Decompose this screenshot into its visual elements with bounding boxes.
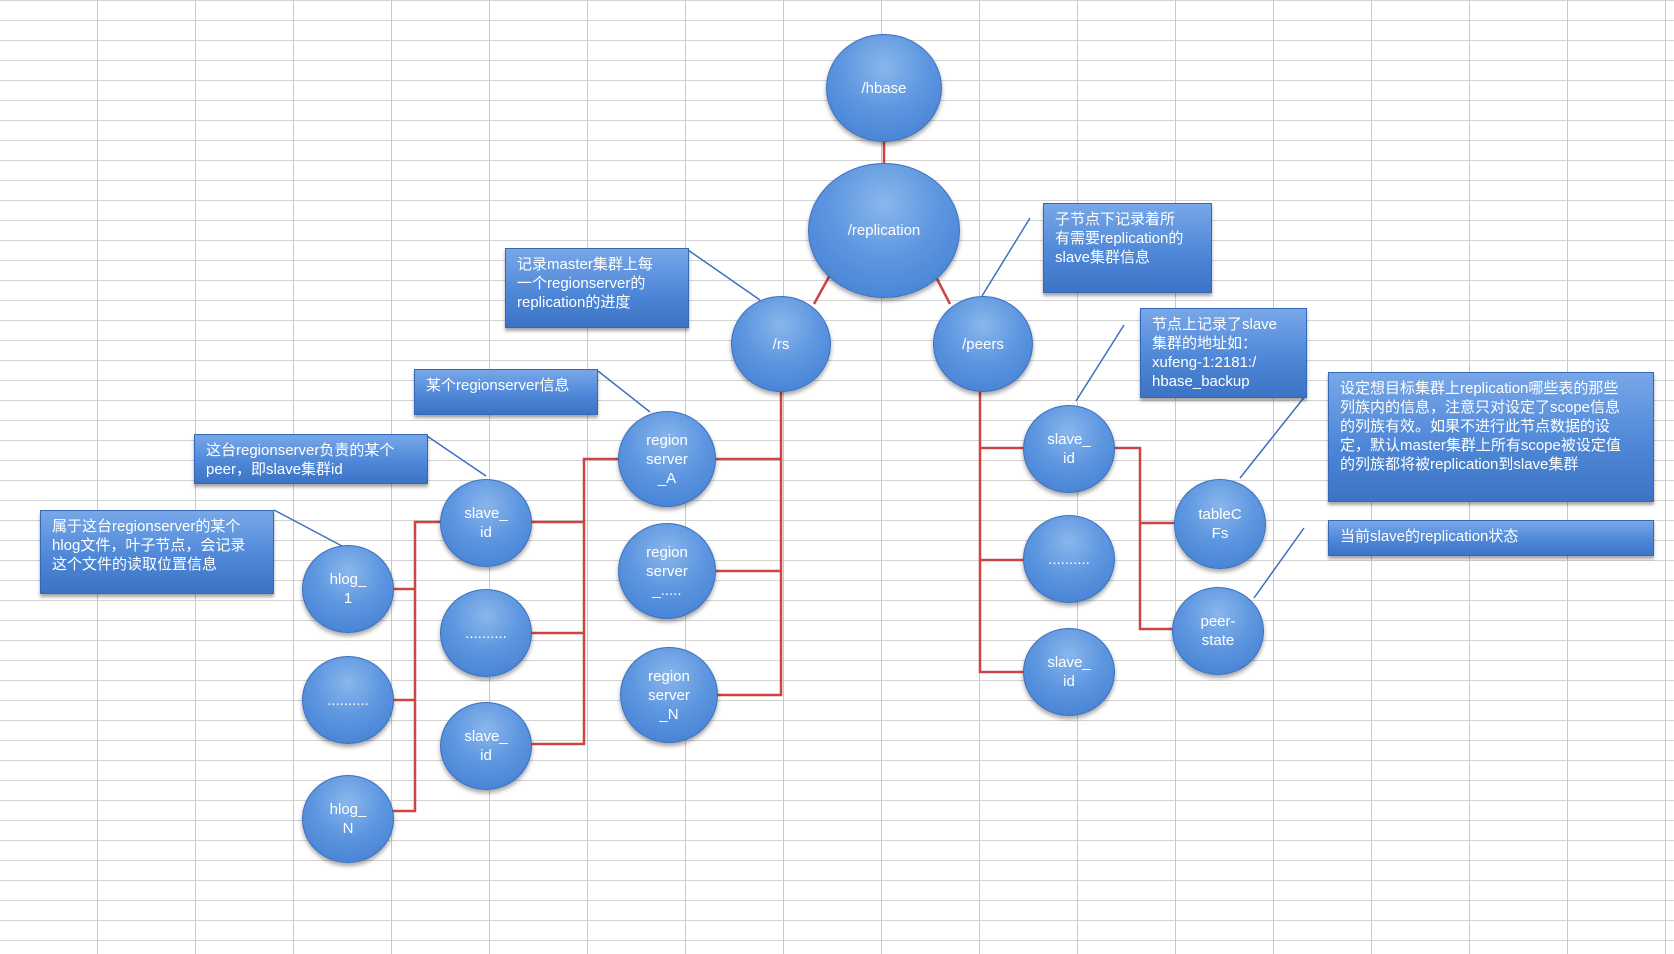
leader-peers-note	[981, 217, 1031, 297]
leader-regionserver-note	[597, 370, 651, 413]
callout-hlog-note: 属于这台regionserver的某个 hlog文件，叶子节点，会记录 这个文件…	[40, 510, 274, 594]
callout-rs-note: 记录master集群上每 一个regionserver的 replication…	[505, 248, 689, 328]
callout-tablecfs-note: 设定想目标集群上replication哪些表的那些 列族内的信息，注意只对设定了…	[1328, 372, 1654, 502]
callout-peer-note: 这台regionserver负责的某个 peer，即slave集群id	[194, 434, 428, 484]
node-peers-slave-id-1[interactable]: slave_ id	[1023, 405, 1115, 493]
node-tablecfs[interactable]: tableC Fs	[1174, 479, 1266, 569]
leader-peer-state-note	[1253, 527, 1305, 599]
edge-replication-peers	[933, 274, 952, 305]
edge-slave-id-hlogs	[393, 520, 442, 813]
edge-slave-id-children	[1114, 446, 1174, 631]
node-peer-state[interactable]: peer- state	[1172, 587, 1264, 675]
node-rs-slave-id-1[interactable]: slave_ id	[440, 479, 532, 567]
node-replication[interactable]: /replication	[808, 163, 960, 298]
leader-hlog-note	[273, 509, 343, 547]
node-peers[interactable]: /peers	[933, 296, 1033, 392]
node-hlog-dots[interactable]: ..........	[302, 656, 394, 744]
edge-replication-rs	[812, 274, 832, 305]
tree-edges	[393, 142, 1174, 813]
edge-peers-slaves	[978, 390, 1025, 674]
node-hlog-n[interactable]: hlog_ N	[302, 775, 394, 863]
leader-slave-address-note	[1075, 324, 1125, 402]
edge-regionserver-a-peers	[531, 457, 618, 746]
callout-peers-note: 子节点下记录着所 有需要replication的 slave集群信息	[1043, 203, 1212, 293]
leader-peer-note	[426, 435, 487, 477]
node-hlog-1[interactable]: hlog_ 1	[302, 545, 394, 633]
node-regionserver-n[interactable]: region server _N	[620, 647, 718, 743]
callout-leaders	[273, 217, 1307, 599]
callout-regionserver-note: 某个regionserver信息	[414, 369, 598, 415]
node-hbase[interactable]: /hbase	[826, 34, 942, 142]
leader-rs-note	[687, 249, 761, 301]
node-peers-slave-id-2[interactable]: slave_ id	[1023, 628, 1115, 716]
node-rs-slave-id-2[interactable]: slave_ id	[440, 702, 532, 790]
edge-rs-regionservers	[716, 390, 783, 697]
node-regionserver-a[interactable]: region server _A	[618, 411, 716, 507]
node-rs[interactable]: /rs	[731, 296, 831, 392]
leader-tablecfs-note	[1239, 394, 1307, 479]
callout-peer-state-note: 当前slave的replication状态	[1328, 520, 1654, 556]
callout-slave-address-note: 节点上记录了slave 集群的地址如： xufeng-1:2181:/ hbas…	[1140, 308, 1307, 398]
node-peers-dots[interactable]: ..........	[1023, 515, 1115, 603]
node-regionserver-etc[interactable]: region server _.....	[618, 523, 716, 619]
node-rs-slave-dots[interactable]: ..........	[440, 589, 532, 677]
